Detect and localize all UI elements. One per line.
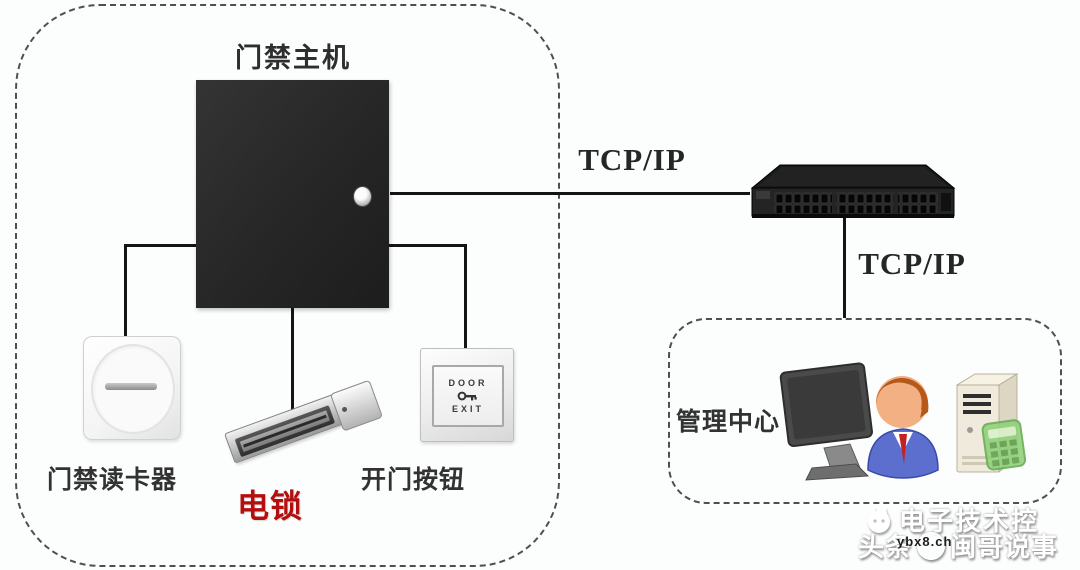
door-side-dashed-zone (15, 4, 560, 567)
card-reader-slot (105, 383, 157, 390)
exit-button-icon: DOOR EXIT (420, 348, 514, 442)
watermark-account-text: 闽哥说事 (950, 532, 1059, 562)
watermark-account: 头条 @ 闽哥说事 (858, 527, 1058, 564)
at-badge-icon: @ (917, 531, 946, 560)
network-switch-graphic (750, 164, 956, 218)
wire-host-to-reader-vertical (124, 244, 127, 338)
operator-workstation-graphic (779, 362, 1027, 481)
tcpip-label-switch-center: TCP/IP (858, 246, 966, 281)
exit-button-exit-text: EXIT (451, 404, 484, 414)
monitor-icon (779, 362, 873, 481)
wire-host-to-switch (390, 192, 750, 195)
network-switch-icon (748, 160, 958, 224)
exit-button-label: 开门按钮 (360, 466, 465, 494)
key-icon (457, 391, 477, 401)
lock-label: 电锁 (236, 488, 303, 524)
wire-host-to-button-horizontal (389, 244, 467, 247)
server-icon (955, 373, 1027, 474)
host-label: 门禁主机 (235, 43, 351, 73)
wire-host-to-button-vertical (464, 244, 467, 350)
management-center-art (772, 352, 1028, 492)
exit-button-plate: DOOR EXIT (432, 365, 504, 427)
access-controller-box (196, 80, 389, 308)
wire-switch-to-center (843, 217, 846, 318)
cat-logo-icon (868, 506, 890, 533)
watermark-brand-text: 电子技术控 (899, 506, 1040, 536)
cabinet-lock-knob-icon (353, 186, 372, 207)
wire-host-to-lock (291, 308, 294, 412)
management-center-dashed-zone (668, 318, 1062, 504)
watermark-code-text: ybx8.ch (897, 534, 953, 549)
exit-button-door-text: DOOR (448, 378, 488, 388)
tcpip-label-host-switch: TCP/IP (578, 142, 686, 177)
wire-host-to-reader-horizontal (124, 244, 196, 247)
reader-label: 门禁读卡器 (46, 466, 177, 494)
card-reader-icon (83, 336, 181, 440)
watermark-platform-text: 头条 (858, 532, 913, 562)
green-keypad-icon (981, 419, 1027, 471)
operator-person-icon (867, 376, 939, 479)
management-center-label: 管理中心 (676, 408, 781, 436)
watermark-brand: 电子技术控 (864, 501, 1039, 538)
maglock-screw (341, 406, 348, 413)
